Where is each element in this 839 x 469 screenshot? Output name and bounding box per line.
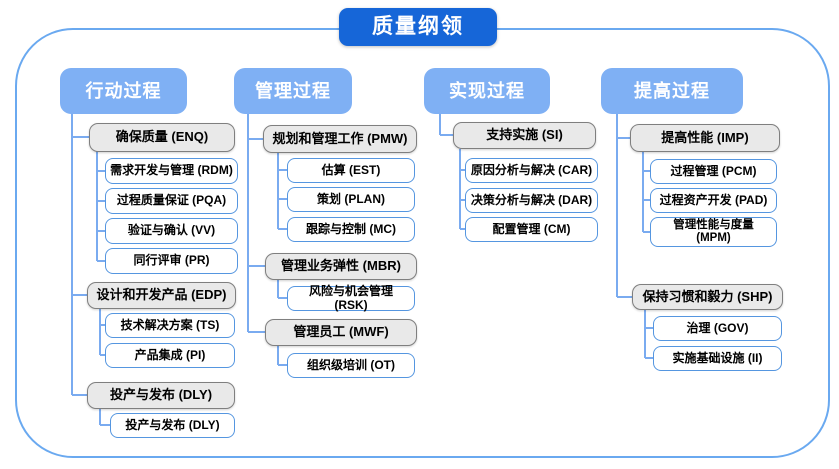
diagram-title: 质量纲领: [339, 8, 497, 46]
node-mwf: 管理员工 (MWF): [265, 319, 417, 346]
column-header-realization-process: 实现过程: [424, 68, 550, 114]
node-car: 原因分析与解决 (CAR): [465, 158, 598, 183]
node-pqa: 过程质量保证 (PQA): [105, 188, 238, 214]
node-ii: 实施基础设施 (II): [653, 346, 782, 371]
node-mbr: 管理业务弹性 (MBR): [265, 253, 417, 280]
node-mpm: 管理性能与度量 (MPM): [650, 217, 777, 247]
node-imp: 提高性能 (IMP): [630, 124, 780, 152]
node-est: 估算 (EST): [287, 158, 415, 183]
node-plan: 策划 (PLAN): [287, 187, 415, 212]
column-header-management-process: 管理过程: [234, 68, 352, 114]
node-dly: 投产与发布 (DLY): [87, 382, 235, 409]
node-enq: 确保质量 (ENQ): [89, 123, 235, 152]
column-header-improvement-process: 提高过程: [601, 68, 743, 114]
column-header-action-process: 行动过程: [60, 68, 187, 114]
node-pr: 同行评审 (PR): [105, 248, 238, 274]
node-ts: 技术解决方案 (TS): [105, 313, 235, 338]
node-rsk: 风险与机会管理 (RSK): [287, 284, 415, 311]
node-dly-sub: 投产与发布 (DLY): [110, 413, 235, 438]
node-ot: 组织级培训 (OT): [287, 353, 415, 378]
node-rdm: 需求开发与管理 (RDM): [105, 158, 238, 184]
node-pad: 过程资产开发 (PAD): [650, 188, 777, 213]
node-cm: 配置管理 (CM): [465, 217, 598, 242]
node-pi: 产品集成 (PI): [105, 343, 235, 368]
node-gov: 治理 (GOV): [653, 316, 782, 341]
node-dar: 决策分析与解决 (DAR): [465, 188, 598, 213]
node-vv: 验证与确认 (VV): [105, 218, 238, 244]
node-pmw: 规划和管理工作 (PMW): [263, 125, 417, 153]
node-edp: 设计和开发产品 (EDP): [87, 282, 236, 309]
node-pcm: 过程管理 (PCM): [650, 159, 777, 184]
node-shp: 保持习惯和毅力 (SHP): [632, 284, 783, 310]
node-mc: 跟踪与控制 (MC): [287, 217, 415, 242]
node-si: 支持实施 (SI): [453, 122, 596, 149]
